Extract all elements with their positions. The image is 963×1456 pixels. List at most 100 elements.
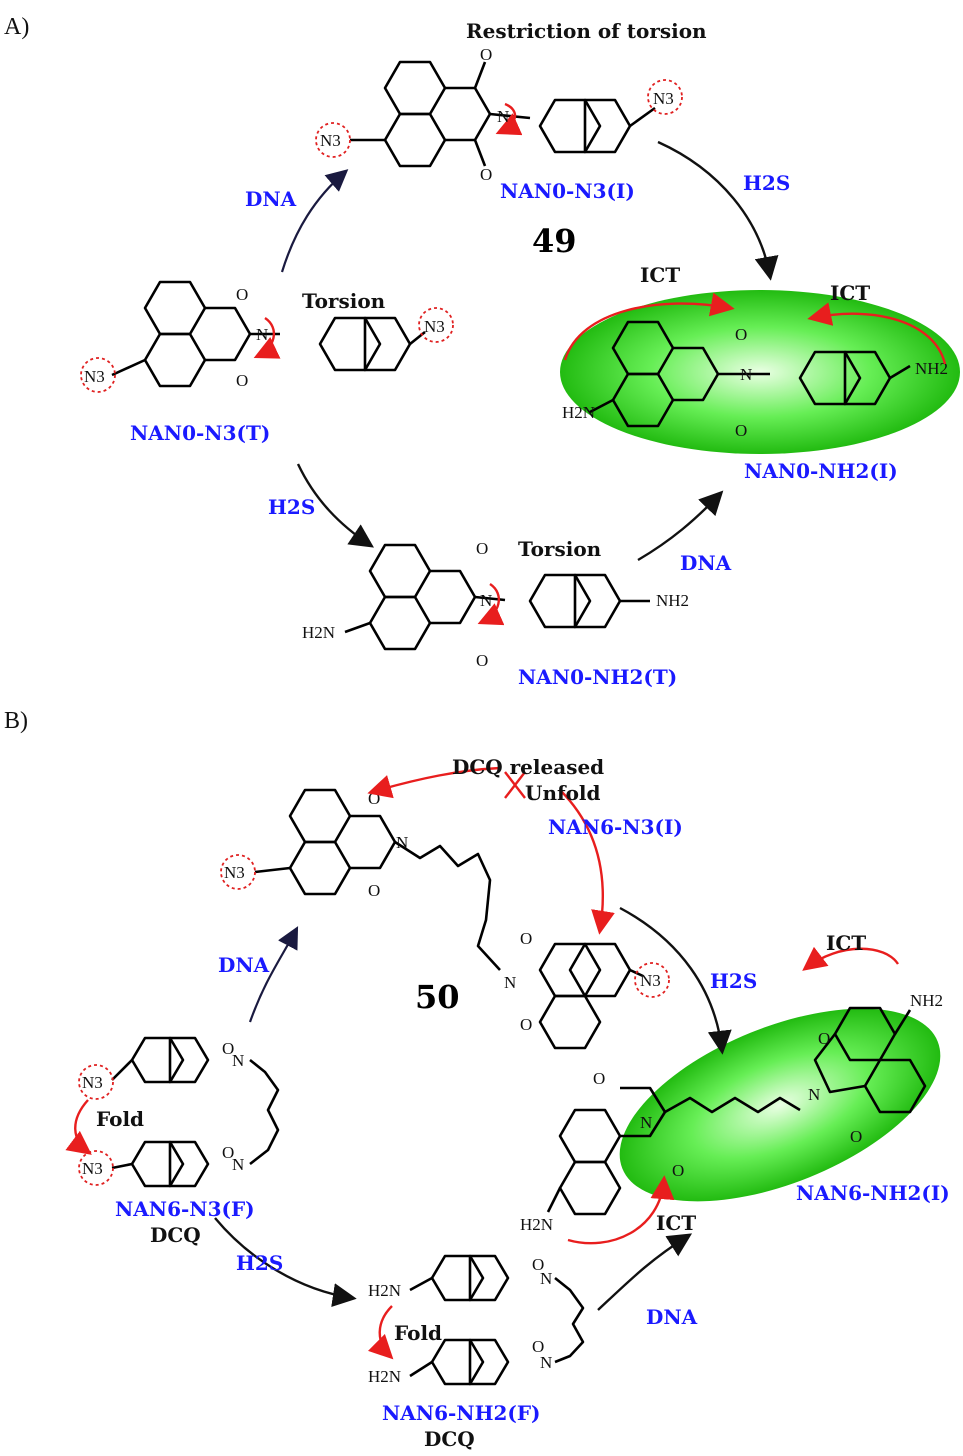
label-nan6-n3-f: NAN6-N3(F) [115,1197,255,1221]
atom-o: O [236,371,248,390]
green-glow-nan6 [619,1008,941,1202]
atom-o: O [520,929,532,948]
atom-o: O [818,1029,830,1048]
atom-o: O [476,539,488,558]
atom-n3: N3 [320,131,341,150]
atom-h2n: H2N [368,1281,401,1300]
label-nan0-nh2-i: NAN0-NH2(I) [744,459,898,483]
structure-nan6-nh2-i [546,1006,927,1245]
label-nan0-n3-i: NAN0-N3(I) [500,179,635,203]
label-fold-bottom: Fold [394,1321,442,1345]
atom-n: N [640,1113,652,1132]
label-torsion-left: Torsion [302,289,386,313]
unfold-blocked-cross [504,771,526,799]
label-h2s-top: H2S [743,171,790,195]
atom-n3: N3 [84,367,105,386]
atom-h2n: H2N [302,623,335,642]
atom-n3: N3 [653,89,674,108]
structure-nan0-n3-t [80,280,454,393]
atom-h2n: H2N [520,1215,553,1234]
arrow-unfold [559,789,615,935]
label-ict-right: ICT [830,281,870,305]
arrow-dna-b-bottom [597,1233,693,1311]
label-nan6-nh2-f: NAN6-NH2(F) [382,1401,541,1425]
atom-o: O [532,1337,544,1356]
label-nan6-nh2-i: NAN6-NH2(I) [796,1181,950,1205]
atom-n3: N3 [82,1159,103,1178]
atom-o: O [735,325,747,344]
arrow-dna-top [280,169,349,273]
structure-nan0-n3-i [315,60,683,168]
atom-nh2: NH2 [910,991,943,1010]
arrow-ict-left [563,292,735,361]
atom-o: O [476,651,488,670]
label-h2s-bottom: H2S [268,495,315,519]
atom-h2n: H2N [562,403,595,422]
atom-o: O [532,1255,544,1274]
arrow-ict-right [807,302,947,365]
atom-o: O [222,1039,234,1058]
atom-o: O [368,881,380,900]
arrow-dna-bottom [637,490,724,562]
label-dna-top: DNA [245,187,297,211]
structure-nan6-n3-i [220,788,670,1050]
atom-n: N [540,1353,552,1372]
label-dna-bottom: DNA [680,551,732,575]
atom-o: O [735,421,747,440]
arrow-h2s-top [657,140,779,281]
label-nan6-n3-i: NAN6-N3(I) [548,815,683,839]
atom-o: O [593,1069,605,1088]
label-dna-b-top: DNA [218,953,270,977]
atom-o: O [480,165,492,184]
atom-n3: N3 [224,863,245,882]
label-ict-b-top: ICT [826,931,866,955]
arrow-h2s-b-top [619,906,732,1055]
label-dna-b-bottom: DNA [646,1305,698,1329]
atom-n: N [497,107,509,126]
atom-n: N [540,1269,552,1288]
atom-o: O [222,1143,234,1162]
atom-nh2: NH2 [656,591,689,610]
atom-o: O [672,1161,684,1180]
label-dcq-released: DCQ released [452,755,604,779]
atom-o: O [520,1015,532,1034]
label-nan0-n3-t: NAN0-N3(T) [130,421,270,445]
label-ict-b-bottom: ICT [656,1211,696,1235]
atom-o: O [480,45,492,64]
label-unfold: Unfold [525,781,601,805]
atom-n: N [504,973,516,992]
label-dcq-bottom: DCQ [424,1427,475,1451]
label-h2s-b-bottom: H2S [236,1251,283,1275]
panel-a-label: A) [4,14,29,40]
atom-n: N [232,1155,244,1174]
atom-n3: N3 [82,1073,103,1092]
panel-b-label: B) [4,708,28,734]
green-glow-nan0 [560,290,960,454]
label-dcq-left: DCQ [150,1223,201,1247]
atom-nh2: NH2 [915,359,948,378]
structure-nan0-nh2-t [344,543,650,651]
atom-h2n: H2N [368,1367,401,1386]
atom-n: N [480,591,492,610]
atom-o: O [850,1127,862,1146]
arrow-dcq-released [367,766,501,799]
atom-n3: N3 [640,971,661,990]
atom-n: N [808,1085,820,1104]
label-ict-left: ICT [640,263,680,287]
arrow-h2s-bottom [296,463,374,548]
atom-n: N [396,833,408,852]
atom-n3: N3 [424,317,445,336]
compound-number-50: 50 [415,978,460,1016]
label-nan0-nh2-t: NAN0-NH2(T) [518,665,677,689]
atom-n: N [256,325,268,344]
structure-nan6-nh2-f [367,1254,585,1386]
compound-number-49: 49 [532,222,577,260]
label-fold-left: Fold [96,1107,144,1131]
label-restriction-of-torsion: Restriction of torsion [466,19,707,43]
atom-o: O [236,285,248,304]
atom-n: N [232,1051,244,1070]
label-torsion-bottom: Torsion [518,537,602,561]
atom-n: N [740,365,752,384]
arrow-ict-b-top [802,946,900,971]
